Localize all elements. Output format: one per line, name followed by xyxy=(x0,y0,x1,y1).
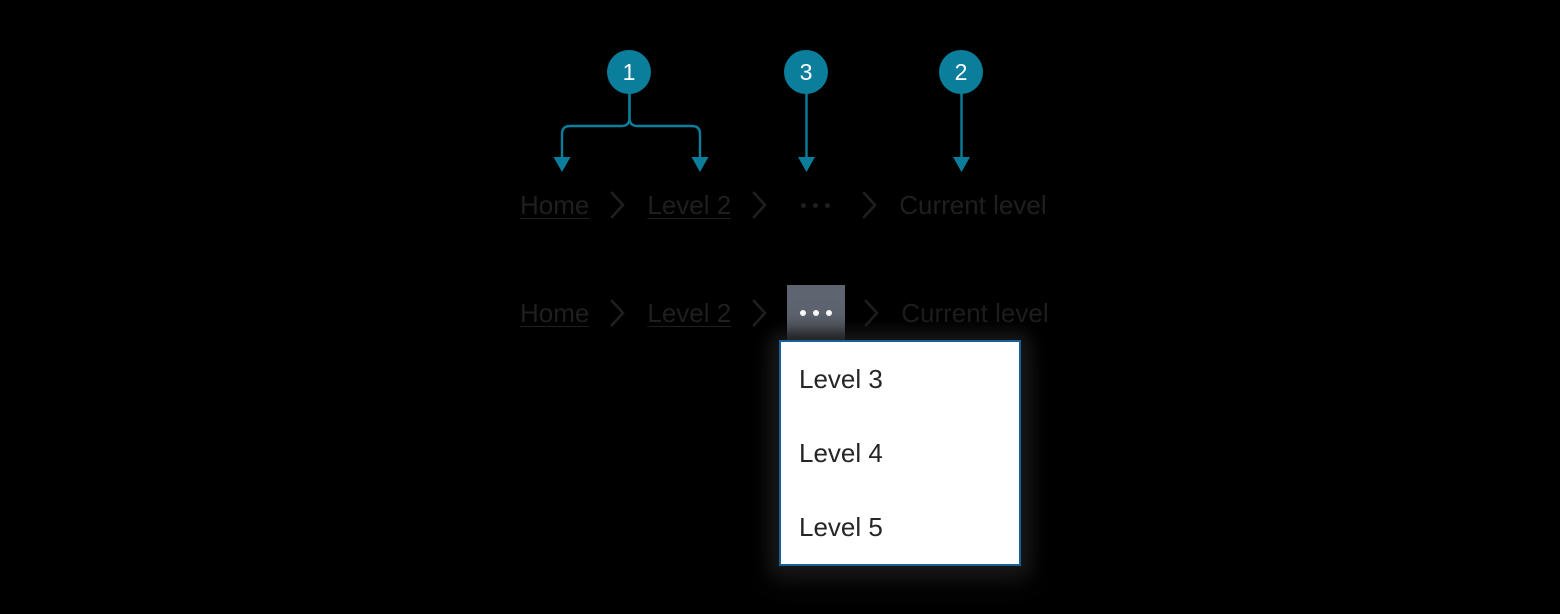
callout-badge-2: 2 xyxy=(939,50,983,94)
callout-badge-1-label: 1 xyxy=(622,59,636,85)
menu-item-level-3[interactable]: Level 3 xyxy=(781,342,1019,416)
chevron-right-icon xyxy=(591,183,645,227)
menu-item-label: Level 4 xyxy=(799,437,883,468)
menu-item-level-5[interactable]: Level 5 xyxy=(781,490,1019,564)
breadcrumb-link-level-2[interactable]: Level 2 xyxy=(647,189,732,220)
breadcrumb-expanded: Home Level 2 Current level xyxy=(518,285,1051,341)
callout-badge-3: 3 xyxy=(784,50,828,94)
breadcrumb-current-level: Current level xyxy=(901,297,1049,328)
breadcrumb-overflow-button[interactable] xyxy=(787,183,843,227)
callout-badge-2-label: 2 xyxy=(954,59,968,85)
chevron-right-icon xyxy=(845,291,899,335)
breadcrumb-link-home[interactable]: Home xyxy=(520,297,590,328)
chevron-right-icon xyxy=(843,183,897,227)
breadcrumb-overflow-menu: Level 3 Level 4 Level 5 xyxy=(779,340,1021,566)
callout-badge-1: 1 xyxy=(607,50,651,94)
menu-item-label: Level 5 xyxy=(799,511,883,542)
ellipsis-icon xyxy=(800,310,833,316)
menu-item-label: Level 3 xyxy=(799,363,883,394)
breadcrumb-default: Home Level 2 Current level xyxy=(518,183,1049,227)
menu-item-level-4[interactable]: Level 4 xyxy=(781,416,1019,490)
connector-callout-3 xyxy=(798,88,815,172)
breadcrumb-overflow-button-active[interactable] xyxy=(787,285,846,341)
chevron-right-icon xyxy=(591,291,645,335)
breadcrumb-link-level-2[interactable]: Level 2 xyxy=(647,297,732,328)
callout-badge-3-label: 3 xyxy=(799,59,813,85)
connector-callout-1 xyxy=(553,88,709,172)
chevron-right-icon xyxy=(733,183,787,227)
breadcrumb-current-level: Current level xyxy=(899,189,1047,220)
connector-callout-2 xyxy=(953,88,970,172)
ellipsis-icon xyxy=(800,202,830,208)
chevron-right-icon xyxy=(733,291,787,335)
breadcrumb-link-home[interactable]: Home xyxy=(520,189,590,220)
